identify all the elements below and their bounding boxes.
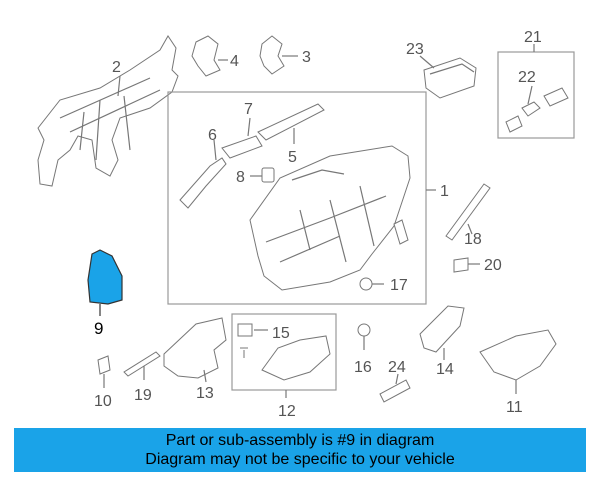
part-number-22: 22 xyxy=(518,69,536,86)
leader-24 xyxy=(395,373,399,385)
clip-part-10 xyxy=(97,355,111,375)
part-number-2: 2 xyxy=(112,59,121,76)
part-number-4: 4 xyxy=(230,53,239,70)
part-number-18: 18 xyxy=(464,231,482,248)
bracket-part-4 xyxy=(191,35,221,77)
switch-part-15 xyxy=(237,323,253,337)
console-part-12 xyxy=(261,335,331,381)
part-number-11: 11 xyxy=(506,399,523,416)
part-number-8: 8 xyxy=(236,169,245,186)
part-number-7: 7 xyxy=(244,101,253,118)
leader-2 xyxy=(117,75,121,97)
banner-line-1: Part or sub-assembly is #9 in diagram xyxy=(165,432,435,449)
part-number-15: 15 xyxy=(272,325,290,342)
assembly-box-21 xyxy=(497,51,575,139)
leader-22 xyxy=(527,85,533,105)
info-banner: Part or sub-assembly is #9 in diagram Di… xyxy=(14,428,586,472)
instrument-panel-part-1 xyxy=(249,145,411,291)
knob-part-17 xyxy=(359,277,373,291)
bracket-part-3 xyxy=(259,35,285,75)
trim-part-7 xyxy=(221,135,263,159)
leader-23 xyxy=(419,55,435,69)
leader-6 xyxy=(213,139,217,161)
cover-part-11 xyxy=(479,329,557,381)
pocket-part-14 xyxy=(419,305,465,353)
part-number-17: 17 xyxy=(390,277,408,294)
module-part-23 xyxy=(423,57,477,99)
bracket-part-24 xyxy=(379,379,411,403)
grommet-part-16 xyxy=(357,323,371,337)
strip-part-18 xyxy=(445,183,491,241)
part-number-16: 16 xyxy=(354,359,372,376)
switch-part-22c xyxy=(543,87,569,107)
part-number-13: 13 xyxy=(196,385,214,402)
part-number-21: 21 xyxy=(524,29,542,46)
part-number-9: 9 xyxy=(94,319,103,338)
part-number-3: 3 xyxy=(302,49,311,66)
switch-part-22a xyxy=(521,101,541,117)
leader-7 xyxy=(247,117,251,137)
part-number-23: 23 xyxy=(406,41,424,58)
strip-part-19 xyxy=(123,351,161,377)
part-number-12: 12 xyxy=(278,403,296,420)
part-number-6: 6 xyxy=(208,127,217,144)
highlighted-part-9[interactable] xyxy=(87,249,123,305)
part-number-24: 24 xyxy=(388,359,406,376)
part-number-1: 1 xyxy=(440,183,449,200)
panel-part-13 xyxy=(163,317,227,379)
part-number-19: 19 xyxy=(134,387,152,404)
banner-line-2: Diagram may not be specific to your vehi… xyxy=(145,451,455,468)
dash-panel-box xyxy=(167,91,427,305)
part-number-5: 5 xyxy=(288,149,297,166)
leader-18 xyxy=(467,223,473,235)
part-number-20: 20 xyxy=(484,257,502,274)
trim-part-6 xyxy=(179,157,227,209)
cross-car-beam-part xyxy=(37,35,179,187)
clip-part-8 xyxy=(261,167,275,183)
leader-13 xyxy=(203,369,207,383)
assembly-box-12 xyxy=(231,313,337,391)
bracket-inside-box xyxy=(393,219,409,245)
part-number-10: 10 xyxy=(94,393,112,410)
screw-in-box-12 xyxy=(240,347,248,358)
clip-part-20 xyxy=(453,257,469,273)
trim-part-5 xyxy=(257,103,325,141)
switch-part-22b xyxy=(505,115,523,133)
part-number-14: 14 xyxy=(436,361,454,378)
